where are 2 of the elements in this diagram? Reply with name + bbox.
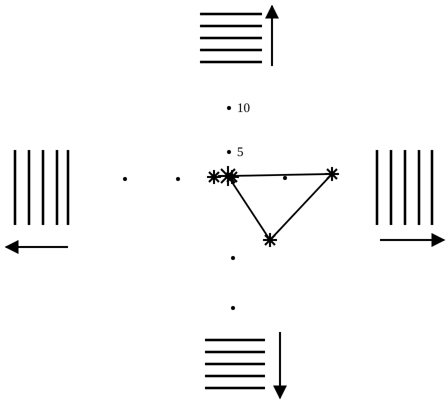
axis-tick-label: 5 — [237, 145, 244, 159]
axis-tick-label: 10 — [237, 101, 250, 115]
